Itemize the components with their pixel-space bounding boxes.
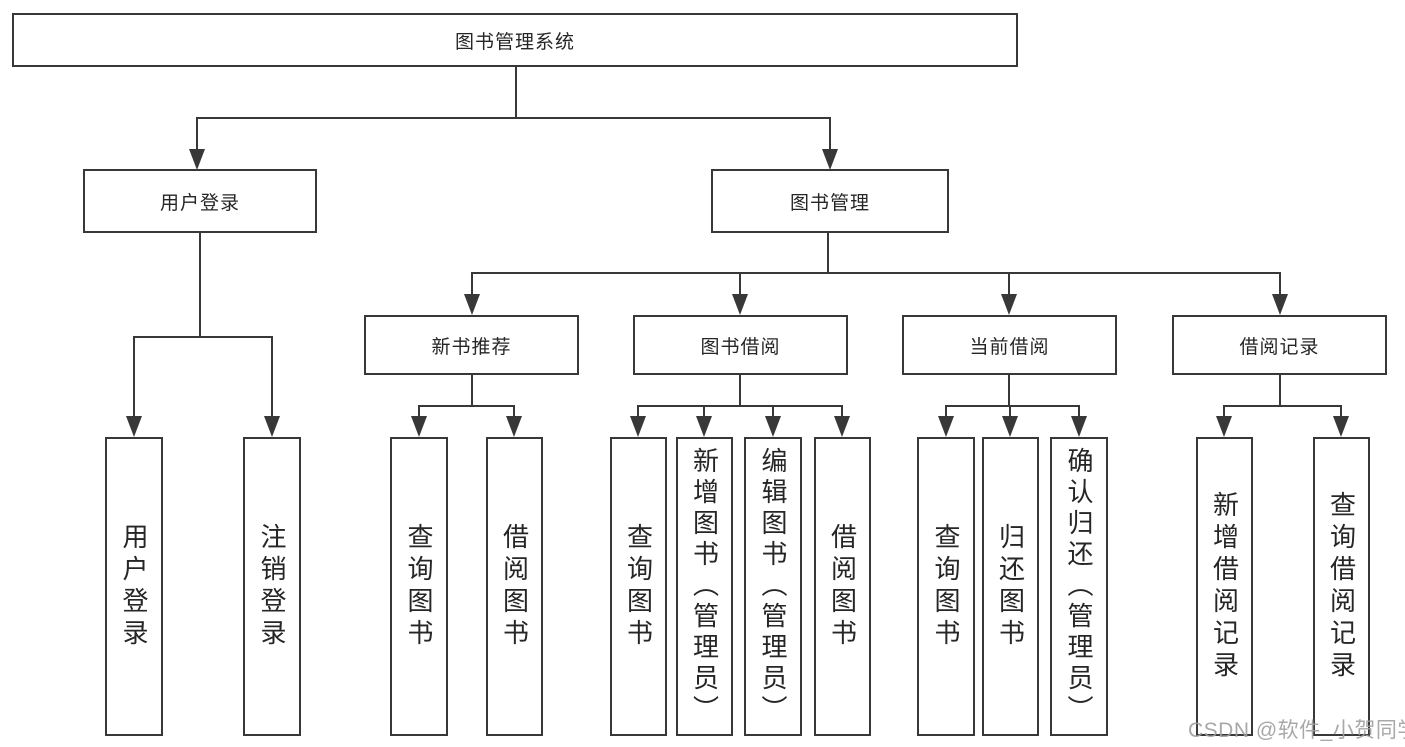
leaf-query-books-current-label: 查询图书 — [931, 522, 961, 651]
leaf-edit-book-admin-label: 编辑图书（管理员） — [758, 447, 788, 726]
leaf-query-books-current: 查询图书 — [917, 437, 975, 736]
leaf-add-book-admin-label: 新增图书（管理员） — [689, 447, 720, 726]
leaf-logout: 注销登录 — [243, 437, 301, 736]
leaf-query-borrow-record: 查询借阅记录 — [1313, 437, 1370, 736]
leaf-user-login: 用户登录 — [105, 437, 163, 736]
node-current-borrowing-label: 当前借阅 — [969, 336, 1050, 358]
leaf-add-borrow-record: 新增借阅记录 — [1196, 437, 1253, 736]
leaf-borrow-books-borrowing-label: 借阅图书 — [827, 522, 858, 651]
leaf-logout-label: 注销登录 — [257, 522, 287, 651]
node-book-borrowing: 图书借阅 — [633, 315, 848, 375]
leaf-query-books-recommend: 查询图书 — [390, 437, 448, 736]
leaf-borrow-books-recommend-label: 借阅图书 — [499, 522, 530, 651]
node-new-book-recommend-label: 新书推荐 — [431, 336, 512, 358]
leaf-borrow-books-recommend: 借阅图书 — [486, 437, 543, 736]
leaf-query-books-borrowing: 查询图书 — [610, 437, 667, 736]
leaf-query-books-recommend-label: 查询图书 — [404, 522, 434, 651]
leaf-return-books: 归还图书 — [982, 437, 1039, 736]
leaf-query-borrow-record-label: 查询借阅记录 — [1326, 490, 1357, 683]
leaf-add-borrow-record-label: 新增借阅记录 — [1209, 490, 1240, 683]
leaf-borrow-books-borrowing: 借阅图书 — [814, 437, 871, 736]
node-current-borrowing: 当前借阅 — [902, 315, 1117, 375]
node-borrowing-records: 借阅记录 — [1172, 315, 1387, 375]
node-user-login-label: 用户登录 — [159, 192, 240, 214]
node-root: 图书管理系统 — [12, 13, 1018, 67]
leaf-query-books-borrowing-label: 查询图书 — [623, 522, 654, 651]
leaf-confirm-return-admin: 确认归还（管理员） — [1050, 437, 1108, 736]
leaf-add-book-admin: 新增图书（管理员） — [676, 437, 733, 736]
node-user-login: 用户登录 — [83, 169, 317, 233]
leaf-edit-book-admin: 编辑图书（管理员） — [744, 437, 802, 736]
node-book-management-label: 图书管理 — [789, 192, 870, 214]
node-new-book-recommend: 新书推荐 — [364, 315, 579, 375]
node-book-management: 图书管理 — [711, 169, 949, 233]
leaf-confirm-return-admin-label: 确认归还（管理员） — [1064, 447, 1094, 726]
node-borrowing-records-label: 借阅记录 — [1239, 336, 1320, 358]
leaf-return-books-label: 归还图书 — [995, 522, 1026, 651]
node-root-label: 图书管理系统 — [454, 31, 575, 53]
arrowheads — [126, 149, 1349, 437]
leaf-user-login-label: 用户登录 — [119, 522, 149, 651]
watermark: CSDN @软件_小贺同学 — [1188, 719, 1405, 742]
node-book-borrowing-label: 图书借阅 — [700, 336, 781, 358]
